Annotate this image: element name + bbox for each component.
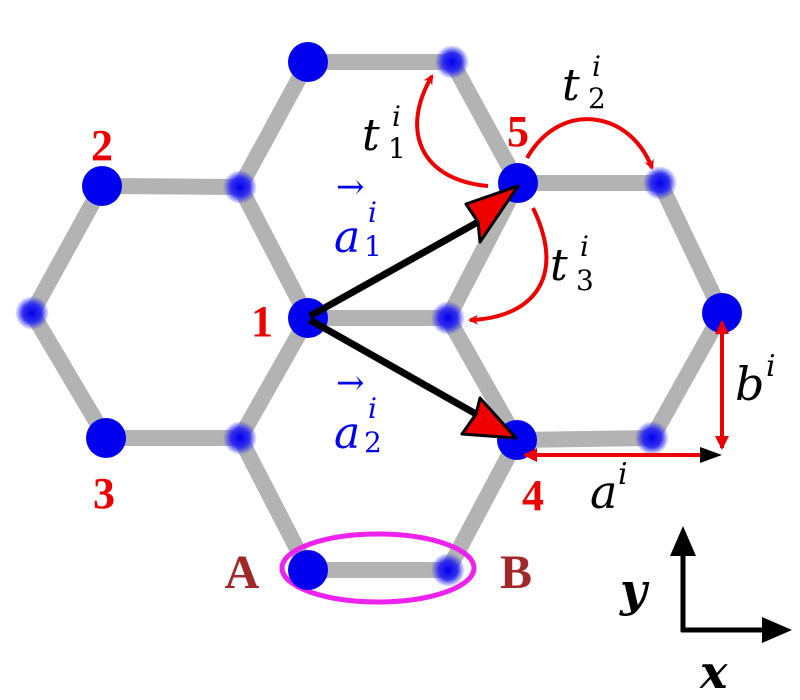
site: [702, 293, 742, 333]
site: [223, 170, 257, 204]
unit-cell-ellipse: [279, 531, 477, 605]
vector-labels: → a i 1 → a i 2: [334, 167, 382, 459]
site: [635, 421, 669, 455]
lattice-vectors: [308, 184, 520, 440]
hopping-t2-sub: 2: [588, 82, 606, 115]
vector-a1-arrowhead: [464, 184, 520, 244]
coordinate-axes: y x: [619, 526, 792, 699]
dimension-a-label: a: [590, 465, 617, 519]
vector-a2-arrow: [308, 316, 478, 418]
y-axis-label: y: [619, 563, 650, 617]
site: [431, 301, 465, 335]
sublattice-label-b: B: [500, 546, 532, 599]
vector-a1-sup: i: [368, 196, 377, 229]
hopping-t2-label: t: [562, 60, 580, 111]
vector-a2-arrow-symbol: →: [336, 363, 365, 403]
site-label-5: 5: [507, 107, 529, 156]
site-3: [86, 418, 126, 458]
hopping-t1-sub: 1: [388, 132, 406, 165]
site: [435, 45, 469, 79]
site-label-2: 2: [91, 121, 113, 170]
vector-a1-label: a: [334, 212, 360, 263]
dimension-arrows: [523, 320, 729, 462]
site: [223, 421, 257, 455]
dimension-labels: a i b i: [590, 349, 776, 519]
site-labels: 1 2 3 4 5: [91, 107, 544, 520]
sites-b: [15, 45, 677, 587]
hopping-t2-sup: i: [592, 50, 601, 83]
dimension-b-sup: i: [766, 349, 776, 384]
sublattice-label-a: A: [225, 546, 260, 599]
bond-hexagon-right: [441, 175, 730, 448]
site: [431, 553, 465, 587]
x-axis-arrowhead: [762, 617, 792, 643]
hopping-labels: t i 1 t i 2 t i 3: [362, 50, 606, 297]
site: [643, 166, 677, 200]
bond-hexagon-bottom: [232, 434, 525, 578]
vector-a2-label: a: [334, 408, 360, 459]
vector-a1-arrow: [308, 218, 480, 320]
vector-a1-sub: 1: [364, 230, 382, 263]
vector-a1-arrow-symbol: →: [336, 167, 365, 207]
vector-a2-sup: i: [368, 392, 377, 425]
dimension-corner-arrowhead: [700, 447, 722, 463]
dimension-b-label: b: [735, 357, 764, 411]
site: [288, 42, 328, 82]
site-label-4: 4: [522, 471, 544, 520]
site-1: [288, 298, 328, 338]
vector-a2-arrowhead: [460, 396, 518, 440]
hopping-arrows: [415, 74, 654, 325]
hopping-t1-label: t: [362, 110, 380, 161]
site: [15, 296, 49, 330]
hopping-t2-arrow: [525, 117, 654, 170]
site-a: [288, 550, 328, 590]
hopping-t1-arrow: [415, 74, 489, 188]
bond-hexagon-top: [232, 54, 526, 326]
hopping-t1-sup: i: [392, 100, 401, 133]
site-2: [82, 166, 122, 206]
y-axis-arrowhead: [670, 526, 696, 556]
hopping-t3-sup: i: [580, 230, 589, 263]
x-axis-label: x: [699, 645, 728, 699]
vector-a2-sub: 2: [364, 426, 382, 459]
site-label-1: 1: [251, 297, 273, 346]
hopping-t3-label: t: [550, 240, 568, 291]
dimension-a-sup: i: [618, 457, 628, 492]
hopping-t3-sub: 3: [576, 264, 594, 297]
sublattice-labels: A B: [225, 546, 532, 599]
site-label-3: 3: [93, 469, 115, 518]
hopping-t3-arrow: [468, 207, 549, 325]
